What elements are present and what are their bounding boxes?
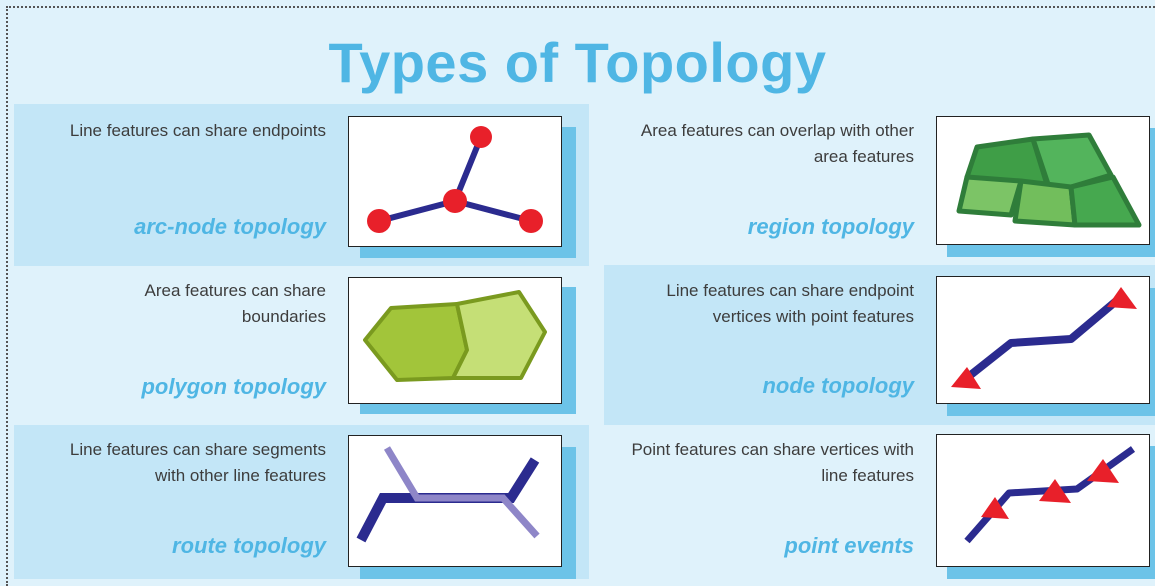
- triangle-marker: [981, 497, 1009, 519]
- region-description: Area features can overlap with other are…: [640, 121, 914, 166]
- node-dot: [470, 126, 492, 148]
- dotted-frame: [6, 6, 1155, 586]
- arc-node-description: Line features can share endpoints: [69, 121, 326, 140]
- node-name: node topology: [762, 373, 914, 398]
- point-events-description: Point features can share vertices with l…: [631, 440, 914, 485]
- triangle-marker: [1107, 287, 1137, 309]
- arc-node-name: arc-node topology: [134, 214, 326, 239]
- node-dot: [367, 209, 391, 233]
- node-dot: [519, 209, 543, 233]
- node-description: Line features can share endpoint vertice…: [666, 281, 914, 326]
- region-name: region topology: [747, 214, 914, 239]
- route-diagram: [348, 435, 562, 567]
- polygon-description: Area features can share boundaries: [144, 281, 326, 326]
- polygon-diagram: [348, 277, 562, 404]
- arc-node-diagram: [348, 116, 562, 247]
- node-dot: [443, 189, 467, 213]
- polygon-name: polygon topology: [141, 374, 326, 399]
- region-diagram: [936, 116, 1150, 245]
- route-name: route topology: [172, 533, 326, 558]
- point-events-diagram: [936, 434, 1150, 567]
- route-description: Line features can share segments with ot…: [69, 440, 326, 485]
- point-events-name: point events: [784, 533, 914, 558]
- triangle-marker: [1087, 459, 1119, 483]
- triangle-marker: [1039, 479, 1071, 503]
- triangle-marker: [951, 367, 981, 389]
- page-title: Types of Topology: [328, 31, 827, 94]
- node-diagram: [936, 276, 1150, 404]
